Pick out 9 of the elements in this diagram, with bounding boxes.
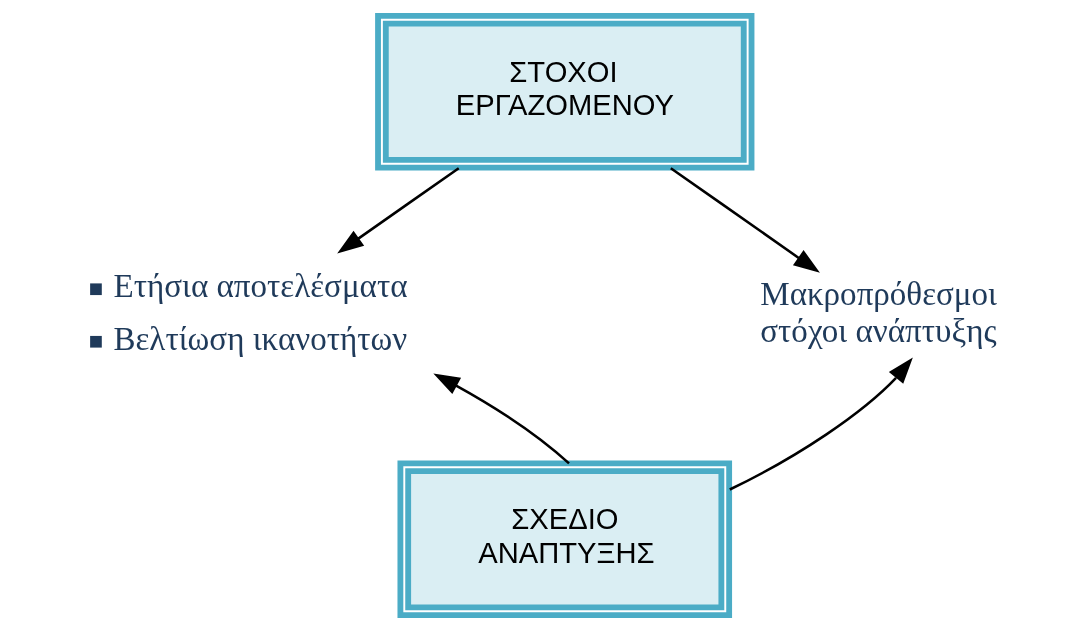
node-box: ΣΧΕΔΙΟ ΑΝΑΠΤΥΞΗΣ [397, 460, 733, 618]
arrow [729, 357, 913, 491]
arrow [337, 167, 460, 254]
node-text: Μακροπρόθεσμοι στόχοι ανάπτυξης [760, 276, 997, 349]
node-box: ΣΤΟΧΟΙ ΕΡΓΑΖΟΜΕΝΟΥ [375, 13, 755, 171]
arrow [670, 167, 820, 273]
node-label: Ετήσια αποτελέσματα [113, 268, 408, 305]
arrow [433, 373, 570, 465]
node-label: Βελτίωση ικανοτήτων [113, 320, 408, 357]
